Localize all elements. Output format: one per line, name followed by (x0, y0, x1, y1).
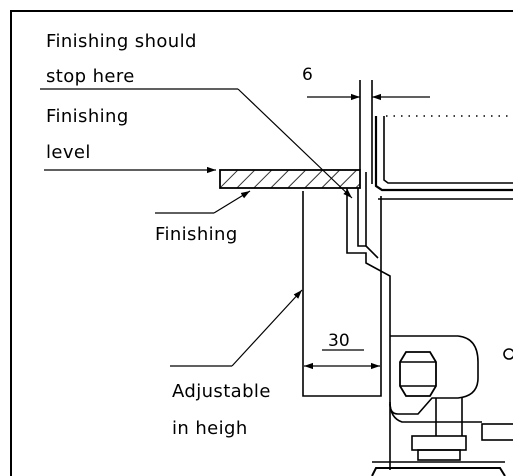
foot-base (371, 467, 506, 476)
mount-bracket (481, 423, 513, 441)
wall-inner (383, 116, 513, 184)
finishing-layer (219, 169, 361, 189)
leader-finishing-diagonal (213, 190, 251, 214)
housing-body (389, 335, 479, 415)
dimension-6: 6 (302, 65, 313, 85)
adjustable-support (302, 191, 382, 397)
drawing-frame (10, 10, 513, 476)
edge-profile-outer (346, 188, 391, 470)
wall-profile (374, 116, 513, 192)
edge-profile-inner (357, 188, 366, 247)
dimension-30: 30 (328, 331, 350, 351)
label-adjustable-1: Adjustable (172, 381, 271, 402)
label-finishing-should-1: Finishing should (46, 31, 197, 52)
hex-nut (399, 351, 437, 397)
leader-stop-diagonal (237, 88, 353, 199)
label-finishing-level-1: Finishing (46, 106, 129, 127)
small-hole (503, 348, 513, 360)
housing-plate (389, 401, 482, 423)
leader-adjustable-diagonal (231, 289, 303, 367)
foot-upper-nut (411, 435, 467, 451)
label-finishing-should-2: stop here (46, 66, 135, 87)
label-finishing: Finishing (155, 224, 238, 245)
label-adjustable-2: in heigh (172, 418, 248, 439)
foot-lower-nut (417, 449, 461, 461)
label-finishing-level-2: level (46, 142, 91, 163)
edge-profile-bend (365, 172, 379, 259)
